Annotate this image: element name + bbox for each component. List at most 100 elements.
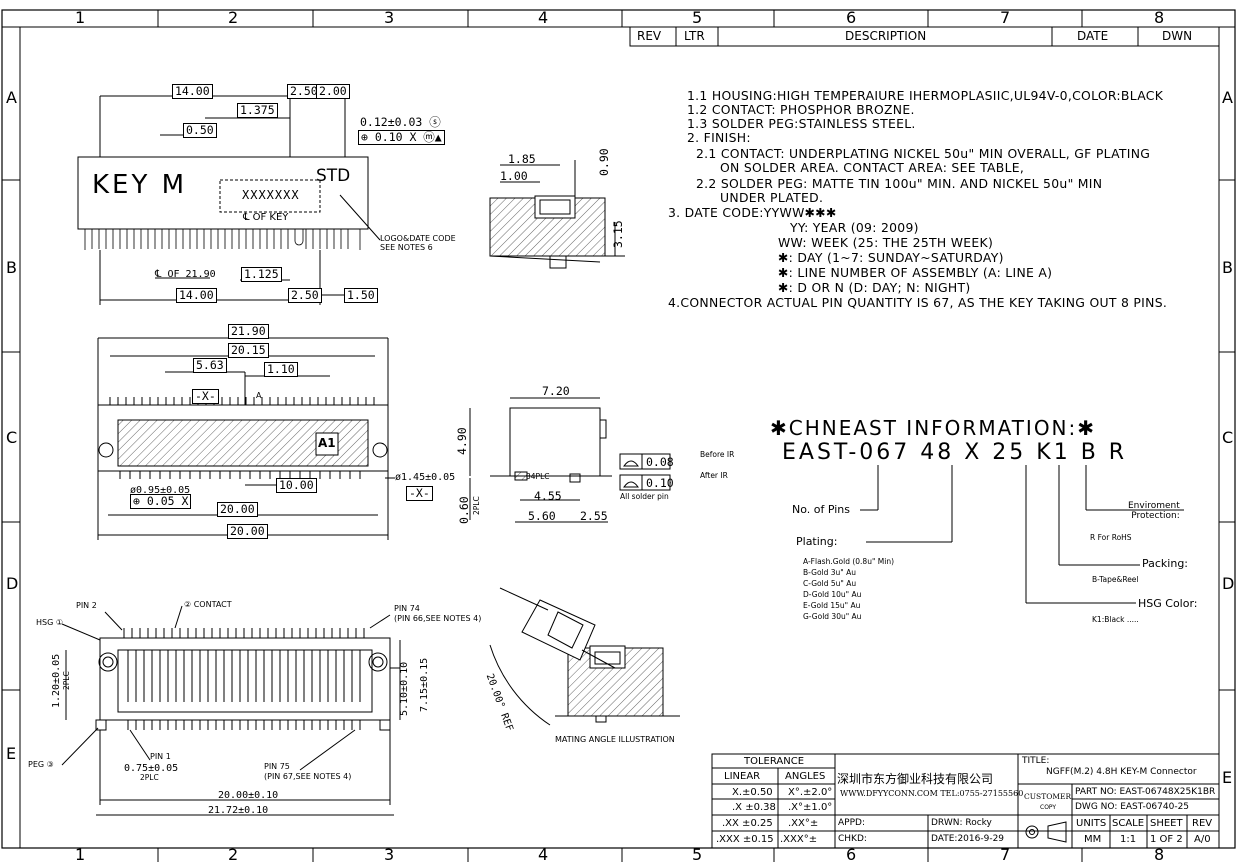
dim-2-55: 2.55: [580, 509, 608, 523]
zone-col-7-bottom: 7: [1000, 845, 1011, 864]
note-1-2: 1.2 CONTACT: PHOSPHOR BROZNE.: [687, 102, 915, 117]
a1-marker: A1: [318, 436, 336, 450]
note-2-1b: ON SOLDER AREA. CONTACT AREA: SEE TABLE,: [720, 160, 1025, 175]
plating-options: A-Flash.Gold (0.8u" Min) B-Gold 3u" Au C…: [803, 556, 894, 622]
dim-1-10: 1.10: [264, 362, 298, 377]
profile-view: [469, 397, 612, 523]
dim-7-15: 7.15±0.15: [419, 657, 430, 712]
zone-col-6-bottom: 6: [846, 845, 857, 864]
zone-row-c-right: C: [1222, 428, 1234, 447]
dim-5-63: 5.63: [193, 358, 227, 373]
dim-14-top: 14.00: [172, 84, 213, 99]
zone-col-8-bottom: 8: [1154, 845, 1165, 864]
drwn-label: DRWN: Rocky: [931, 818, 992, 828]
plating-c: C-Gold 5u" Au: [803, 579, 857, 588]
dim-0-50: 0.50: [183, 123, 217, 138]
sheet-value: 1 OF 2: [1150, 834, 1183, 845]
hsg-color-label: HSG Color:: [1138, 597, 1198, 610]
mating-angle-view: [489, 587, 680, 726]
company-name: 深圳市东方御业科技有限公司: [837, 772, 994, 786]
datum-x-top: -X-: [192, 389, 219, 404]
company-website: WWW.DFYYCONN.COM TEL:0755-27155560: [840, 789, 1024, 798]
hsg-label: HSG ①: [36, 618, 64, 627]
dwg-no: DWG NO: EAST-06740-25: [1075, 802, 1190, 812]
flatness-0-10: 0.10: [646, 476, 674, 490]
side-view: [489, 160, 625, 269]
note-2plc-left: 2PLC: [62, 671, 71, 690]
date-header: DATE: [1077, 29, 1109, 43]
part-number-callouts: [860, 465, 1184, 604]
pin-2-label: PIN 2: [76, 601, 97, 610]
plating-a: A-Flash.Gold (0.8u" Min): [803, 557, 895, 566]
description-header: DESCRIPTION: [845, 29, 927, 43]
zone-col-1: 1: [75, 8, 86, 27]
packing-label: Packing:: [1142, 557, 1189, 570]
r-for-rohs: R For RoHS: [1090, 533, 1132, 542]
scale-header: SCALE: [1112, 818, 1145, 829]
note-2plc-side: 2PLC: [472, 496, 481, 515]
dim-0-12: 0.12±0.03 ⓢ: [360, 115, 441, 129]
zone-col-4-bottom: 4: [538, 845, 549, 864]
zone-col-3-bottom: 3: [384, 845, 395, 864]
title-block: [711, 753, 1220, 849]
rev-header: REV: [637, 29, 662, 43]
no-of-pins-label: No. of Pins: [792, 503, 851, 516]
note-3-ww: WW: WEEK (25: THE 25TH WEEK): [778, 235, 994, 250]
all-solder-pin: All solder pin: [620, 492, 669, 501]
rev-title-header: REV: [1192, 818, 1213, 829]
note-2-2b: UNDER PLATED.: [720, 190, 824, 205]
sheet-header: SHEET: [1150, 818, 1183, 829]
section-a-label: A: [256, 391, 262, 400]
dim-20-00-a: 20.00: [217, 502, 258, 517]
tol-x: X.±0.50: [732, 787, 773, 798]
chneast-information: ✱CHNEAST INFORMATION:✱: [770, 416, 1097, 440]
units-header: UNITS: [1076, 818, 1107, 829]
pin-75-label: PIN 75(PIN 67,SEE NOTES 4): [264, 762, 352, 781]
drawing-date: DATE:2016-9-29: [931, 834, 1005, 844]
zone-ticks: [2, 10, 1235, 862]
dim-3-15: 3.15: [611, 220, 625, 248]
dim-1-45: ø1.45±0.05: [395, 472, 456, 483]
top-view: [97, 337, 395, 540]
dim-20-00-b: 20.00: [227, 524, 268, 539]
dim-7-20: 7.20: [542, 384, 570, 398]
chkd-label: CHKD:: [838, 834, 867, 844]
part-no: PART NO: EAST-06748X25K1BR: [1075, 787, 1216, 797]
zone-col-6: 6: [846, 8, 857, 27]
revision-block: [629, 26, 1220, 47]
copy-label: COPY: [1040, 804, 1057, 811]
dim-21-90: 21.90: [228, 324, 269, 339]
appd-label: APPD:: [838, 818, 865, 828]
note-2plc-bottom: 2PLC: [140, 773, 159, 782]
mating-angle-caption: MATING ANGLE ILLUSTRATION: [555, 735, 675, 744]
before-ir: Before IR: [700, 450, 735, 459]
std-label: STD: [316, 166, 351, 186]
dim-20-15: 20.15: [228, 343, 269, 358]
note-3-dn: ✱: D OR N (D: DAY; N: NIGHT): [778, 280, 971, 295]
title-value: NGFF(M.2) 4.8H KEY-M Connector: [1046, 767, 1197, 777]
rev-value: A/0: [1194, 834, 1211, 845]
dim-20-00-bottom: 20.00±0.10: [218, 790, 279, 801]
dim-1-375: 1.375: [237, 103, 278, 118]
zone-col-5-bottom: 5: [692, 845, 703, 864]
logo-placeholder: XXXXXXX: [242, 188, 300, 202]
key-centerline: ℄ OF KEY: [243, 212, 289, 223]
zone-row-e-right: E: [1222, 768, 1233, 787]
zone-row-e: E: [6, 744, 17, 763]
zone-row-a-right: A: [1222, 88, 1233, 107]
dim-2-00: 2.00: [316, 84, 350, 99]
zone-col-5: 5: [692, 8, 703, 27]
flatness-0-08: 0.08: [646, 455, 674, 469]
plating-b: B-Gold 3u" Au: [803, 568, 856, 577]
zone-row-a: A: [6, 88, 17, 107]
tol-xxxx: .XXX ±0.15: [716, 834, 774, 845]
center-21-90: ℄ OF 21.90: [155, 269, 216, 280]
key-label: KEY M: [92, 170, 188, 200]
front-view: [77, 95, 381, 305]
note-3-yy: YY: YEAR (09: 2009): [790, 220, 919, 235]
dim-1-50: 1.50: [344, 288, 378, 303]
dim-0-60: 0.60: [457, 496, 471, 524]
